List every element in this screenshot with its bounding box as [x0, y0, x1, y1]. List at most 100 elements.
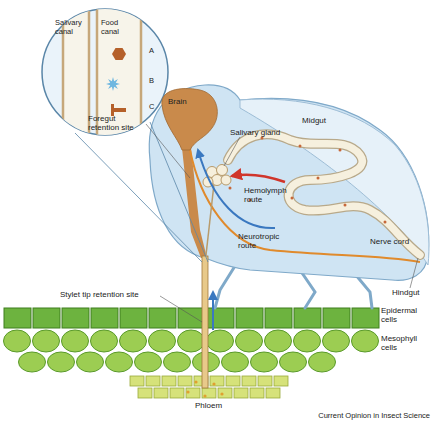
mesophyll-cells [222, 352, 249, 372]
phloem-cells [274, 376, 288, 386]
virus-particles [229, 137, 387, 224]
inset-circle-part [42, 9, 168, 135]
mesophyll-cells [48, 352, 75, 372]
node-text: C [149, 102, 161, 111]
phloem-particles [194, 380, 197, 383]
mesophyll-cells [4, 330, 31, 352]
epidermal-cells [323, 308, 350, 328]
phloem-cells [186, 388, 200, 398]
mesophyll-cells [178, 330, 205, 352]
node-text: Salivary canal [55, 18, 91, 36]
part-label: Mesophyll cells [381, 334, 433, 352]
part-label: Salivary gland [230, 128, 294, 137]
part-label: Stylet tip retention site [60, 290, 160, 299]
mesophyll-cells [77, 352, 104, 372]
brain-shape: Brain [158, 84, 226, 154]
epidermal-cells [33, 308, 60, 328]
virus-particles [317, 177, 320, 180]
phloem-particles [220, 392, 223, 395]
mesophyll-cells [164, 352, 191, 372]
virus-particles [299, 145, 302, 148]
phloem-particles [212, 382, 215, 385]
mesophyll-cells [33, 330, 60, 352]
stylet [202, 256, 208, 388]
mesophyll-cells [19, 352, 46, 372]
phloem-particles [186, 390, 189, 393]
salivary-gland [221, 175, 231, 185]
virus-particles [229, 187, 232, 190]
phloem-particles [203, 394, 206, 397]
node-text: Brain [168, 97, 208, 106]
epidermal-cells [294, 308, 321, 328]
phloem-cells [130, 376, 288, 398]
mesophyll-cells [149, 330, 176, 352]
inset-circle-part [114, 108, 126, 112]
mesophyll-cells [91, 330, 118, 352]
virus-particles [344, 204, 347, 207]
virus-particles [384, 221, 387, 224]
epidermal-cells [149, 308, 176, 328]
source-credit: Current Opinion in Insect Science [250, 411, 430, 420]
inset-circle-part [112, 48, 126, 60]
inset-circle-part [106, 77, 120, 91]
mesophyll-cells [309, 352, 336, 372]
insect-legs [300, 270, 315, 308]
phloem-cells [266, 388, 280, 398]
epidermal-cells [120, 308, 147, 328]
phloem-cells [210, 376, 224, 386]
salivary-gland [206, 184, 214, 255]
epidermal-cells [91, 308, 118, 328]
virus-particles [291, 197, 294, 200]
phloem-cells [130, 376, 144, 386]
inset-connector [75, 133, 202, 262]
epidermal-cells [4, 308, 379, 328]
stylet-arrow [212, 292, 214, 330]
part-label: Hemolymph route [244, 186, 292, 204]
epidermal-cells [62, 308, 89, 328]
phloem-cells [258, 376, 272, 386]
epidermal-cells [207, 308, 234, 328]
leader-line [160, 296, 202, 322]
salivary-gland [217, 165, 228, 176]
phloem-cells [162, 376, 176, 386]
mesophyll-cells [280, 352, 307, 372]
mesophyll-cells [207, 330, 234, 352]
epidermal-cells [236, 308, 263, 328]
mesophyll-cells [265, 330, 292, 352]
mesophyll-cells [135, 352, 162, 372]
mesophyll-cells [120, 330, 147, 352]
node-text: Food canal [101, 18, 137, 36]
phloem-cells [178, 376, 192, 386]
mesophyll-cells [323, 330, 350, 352]
phloem-cells [218, 388, 232, 398]
phloem-cells [234, 388, 248, 398]
epidermal-cells [4, 308, 31, 328]
phloem-cells [138, 388, 152, 398]
mesophyll-cells [251, 352, 278, 372]
part-label: Neurotropic route [238, 232, 288, 250]
node-text: A [149, 46, 161, 55]
insect-legs [215, 266, 235, 308]
inset-circle-part [140, 8, 143, 136]
mesophyll-cells [294, 330, 321, 352]
phloem-cells [146, 376, 160, 386]
leader-line [146, 124, 418, 322]
phloem-cells [250, 388, 264, 398]
epidermal-cells [265, 308, 292, 328]
node-text: B [149, 76, 161, 85]
mesophyll-cells [62, 330, 89, 352]
epidermal-cells [352, 308, 379, 328]
epidermal-cells [178, 308, 205, 328]
phloem-cells [226, 376, 240, 386]
virus-particles [339, 149, 342, 152]
part-label: Phloem [195, 401, 235, 410]
part-label: Midgut [302, 116, 342, 125]
part-label: Foregut retention site [88, 114, 146, 132]
phloem-cells [202, 388, 216, 398]
nerve-cord [190, 150, 420, 262]
mesophyll-cells [106, 352, 133, 372]
phloem-cells [170, 388, 184, 398]
leader-line [224, 137, 240, 166]
brain-shape-part [162, 89, 217, 150]
